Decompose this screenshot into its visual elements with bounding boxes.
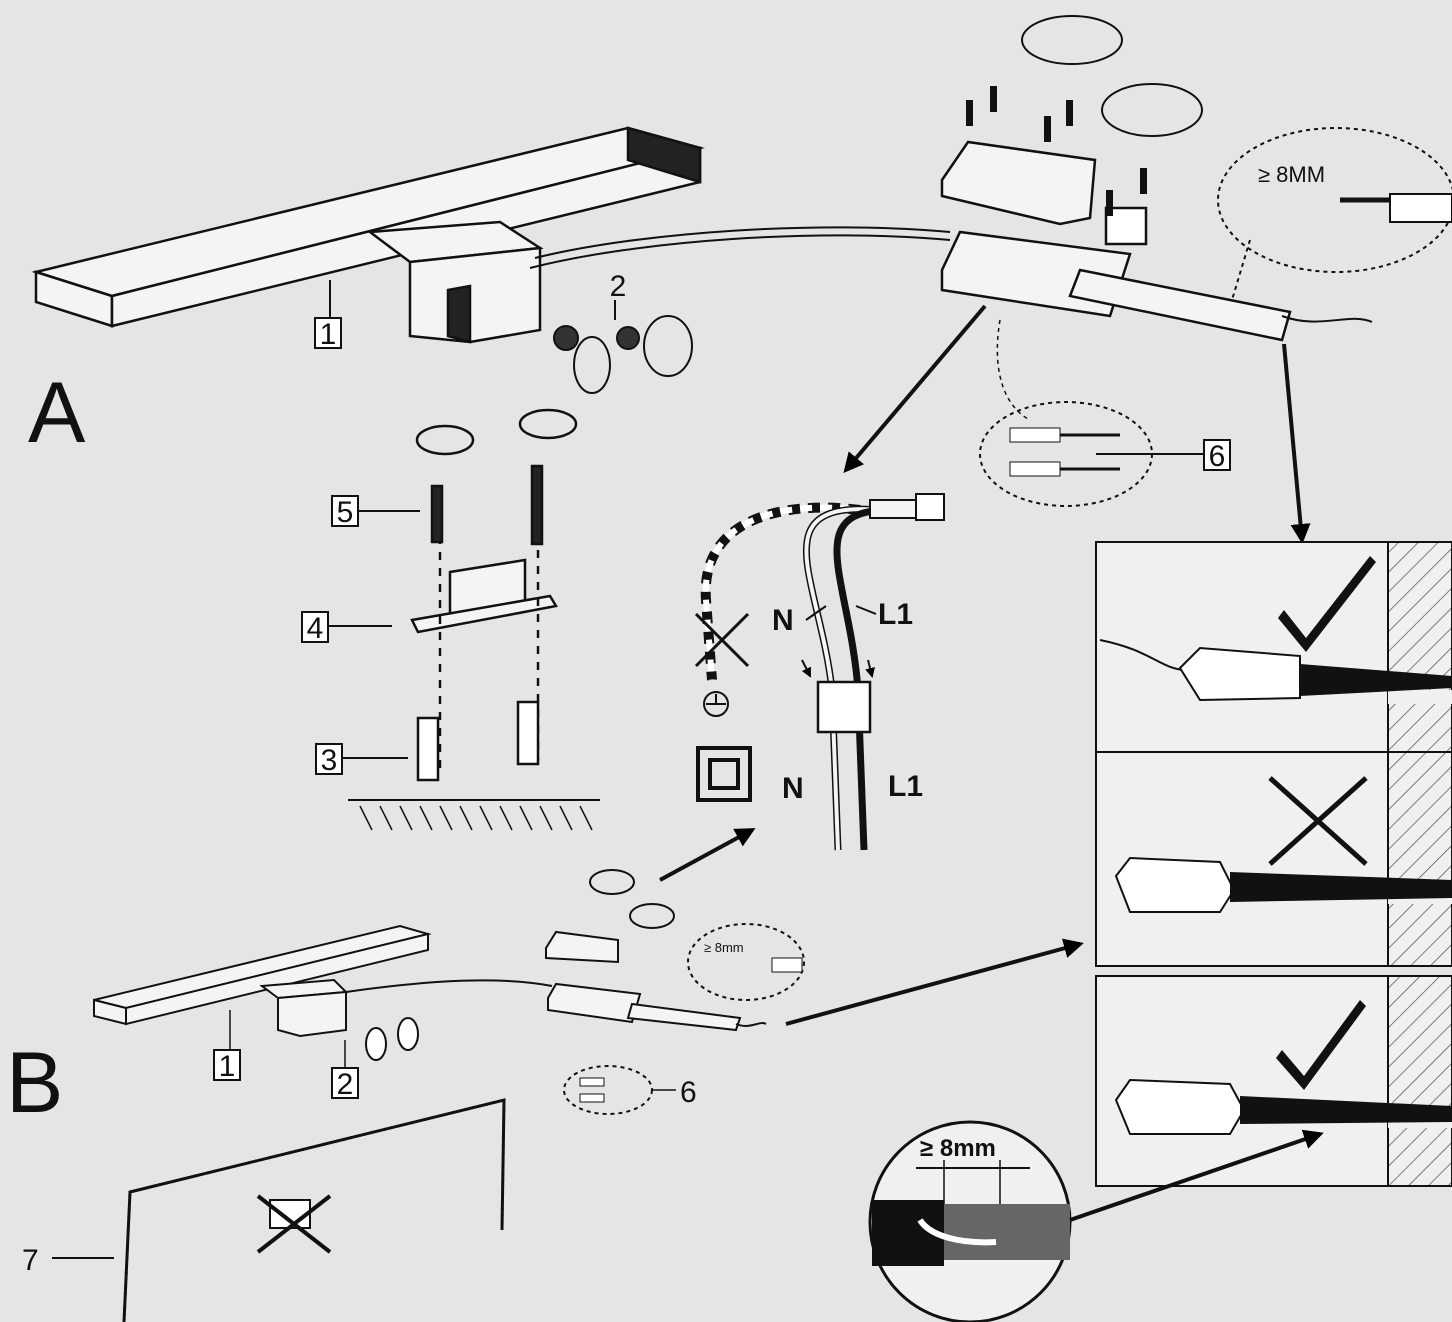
callout-b-7-label: 7	[22, 1244, 39, 1277]
callout-a-6-label: 6	[1209, 440, 1226, 473]
lamp-a	[31, 126, 705, 344]
mirror-outline	[122, 1098, 506, 1322]
callout-a-3: 3	[315, 743, 408, 777]
connector-box-a	[529, 140, 1373, 342]
lamp-a-screws	[329, 280, 693, 394]
callout-b-7: 7	[22, 1244, 114, 1277]
lamp-b	[93, 924, 553, 1038]
callout-b-1-label: 1	[219, 1050, 236, 1083]
terminal-detail-a	[979, 319, 1153, 507]
wiring-arrow-b	[659, 828, 756, 882]
callout-a-2: 2	[610, 270, 627, 303]
terminal-detail-b	[563, 1065, 653, 1115]
callout-a-1: 1	[314, 317, 342, 351]
callout-b-2-label: 2	[337, 1068, 354, 1101]
double-insulation-icon	[696, 746, 752, 802]
panel-arrow-b	[785, 938, 1084, 1026]
wiring-diagram: N L1 N L1	[694, 304, 987, 851]
strip-detail-b: ≥ 8mm	[687, 923, 805, 1001]
earth-icon	[703, 691, 729, 717]
section-label-a: A	[28, 365, 86, 461]
check-mark-icon	[1276, 1000, 1366, 1090]
callout-a-5-label: 5	[337, 496, 354, 529]
section-label-b: B	[6, 1035, 63, 1131]
panel-correct-top	[1095, 541, 1452, 753]
cross-mark-icon	[1268, 776, 1368, 866]
strip-length-zoom: ≥ 8mm	[868, 1120, 1324, 1322]
wire-label-l1-bottom: L1	[888, 770, 923, 803]
no-earth-cross	[694, 612, 750, 668]
wall-bracket	[410, 408, 578, 782]
callout-a-6: 6	[1096, 439, 1231, 473]
callout-b-2: 2	[331, 1040, 359, 1101]
check-mark-icon	[1278, 556, 1376, 652]
wire-label-n-bottom: N	[782, 772, 804, 805]
wire-label-n-top: N	[772, 604, 794, 637]
connector-screws-a	[966, 86, 1147, 216]
zoom-arrow	[1069, 1129, 1324, 1222]
wire-label-l1-top: L1	[878, 598, 913, 631]
callout-b-1: 1	[213, 1010, 241, 1083]
terminal-block	[816, 680, 872, 734]
callout-b-6-label: 6	[680, 1076, 697, 1109]
callout-a-1-label: 1	[320, 318, 337, 351]
strip-length-label-a: ≥ 8MM	[1258, 162, 1325, 187]
live-wire	[833, 506, 891, 851]
zoom-strip-label: ≥ 8mm	[920, 1135, 996, 1162]
panel-incorrect	[1095, 751, 1452, 967]
strip-length-label-b: ≥ 8mm	[704, 940, 744, 955]
callout-b-6: 6	[652, 1076, 697, 1109]
panel-correct-bottom	[1095, 975, 1452, 1187]
wall-surface	[348, 799, 600, 831]
lamp-b-screws	[365, 1017, 419, 1061]
callout-a-4: 4	[301, 611, 392, 645]
neutral-wire	[802, 505, 881, 851]
strip-detail-a: ≥ 8MM	[1217, 127, 1452, 301]
no-mount-icon	[256, 1194, 332, 1254]
callout-a-5: 5	[331, 495, 420, 529]
callout-a-4-label: 4	[307, 612, 324, 645]
wiring-arrow	[843, 304, 987, 474]
callout-a-2-label: 2	[610, 270, 627, 303]
callout-a-3-label: 3	[321, 744, 338, 777]
panel-arrow-a	[1282, 343, 1311, 544]
rotation-markers-a	[1021, 15, 1203, 137]
connector-box-b	[545, 869, 767, 1032]
